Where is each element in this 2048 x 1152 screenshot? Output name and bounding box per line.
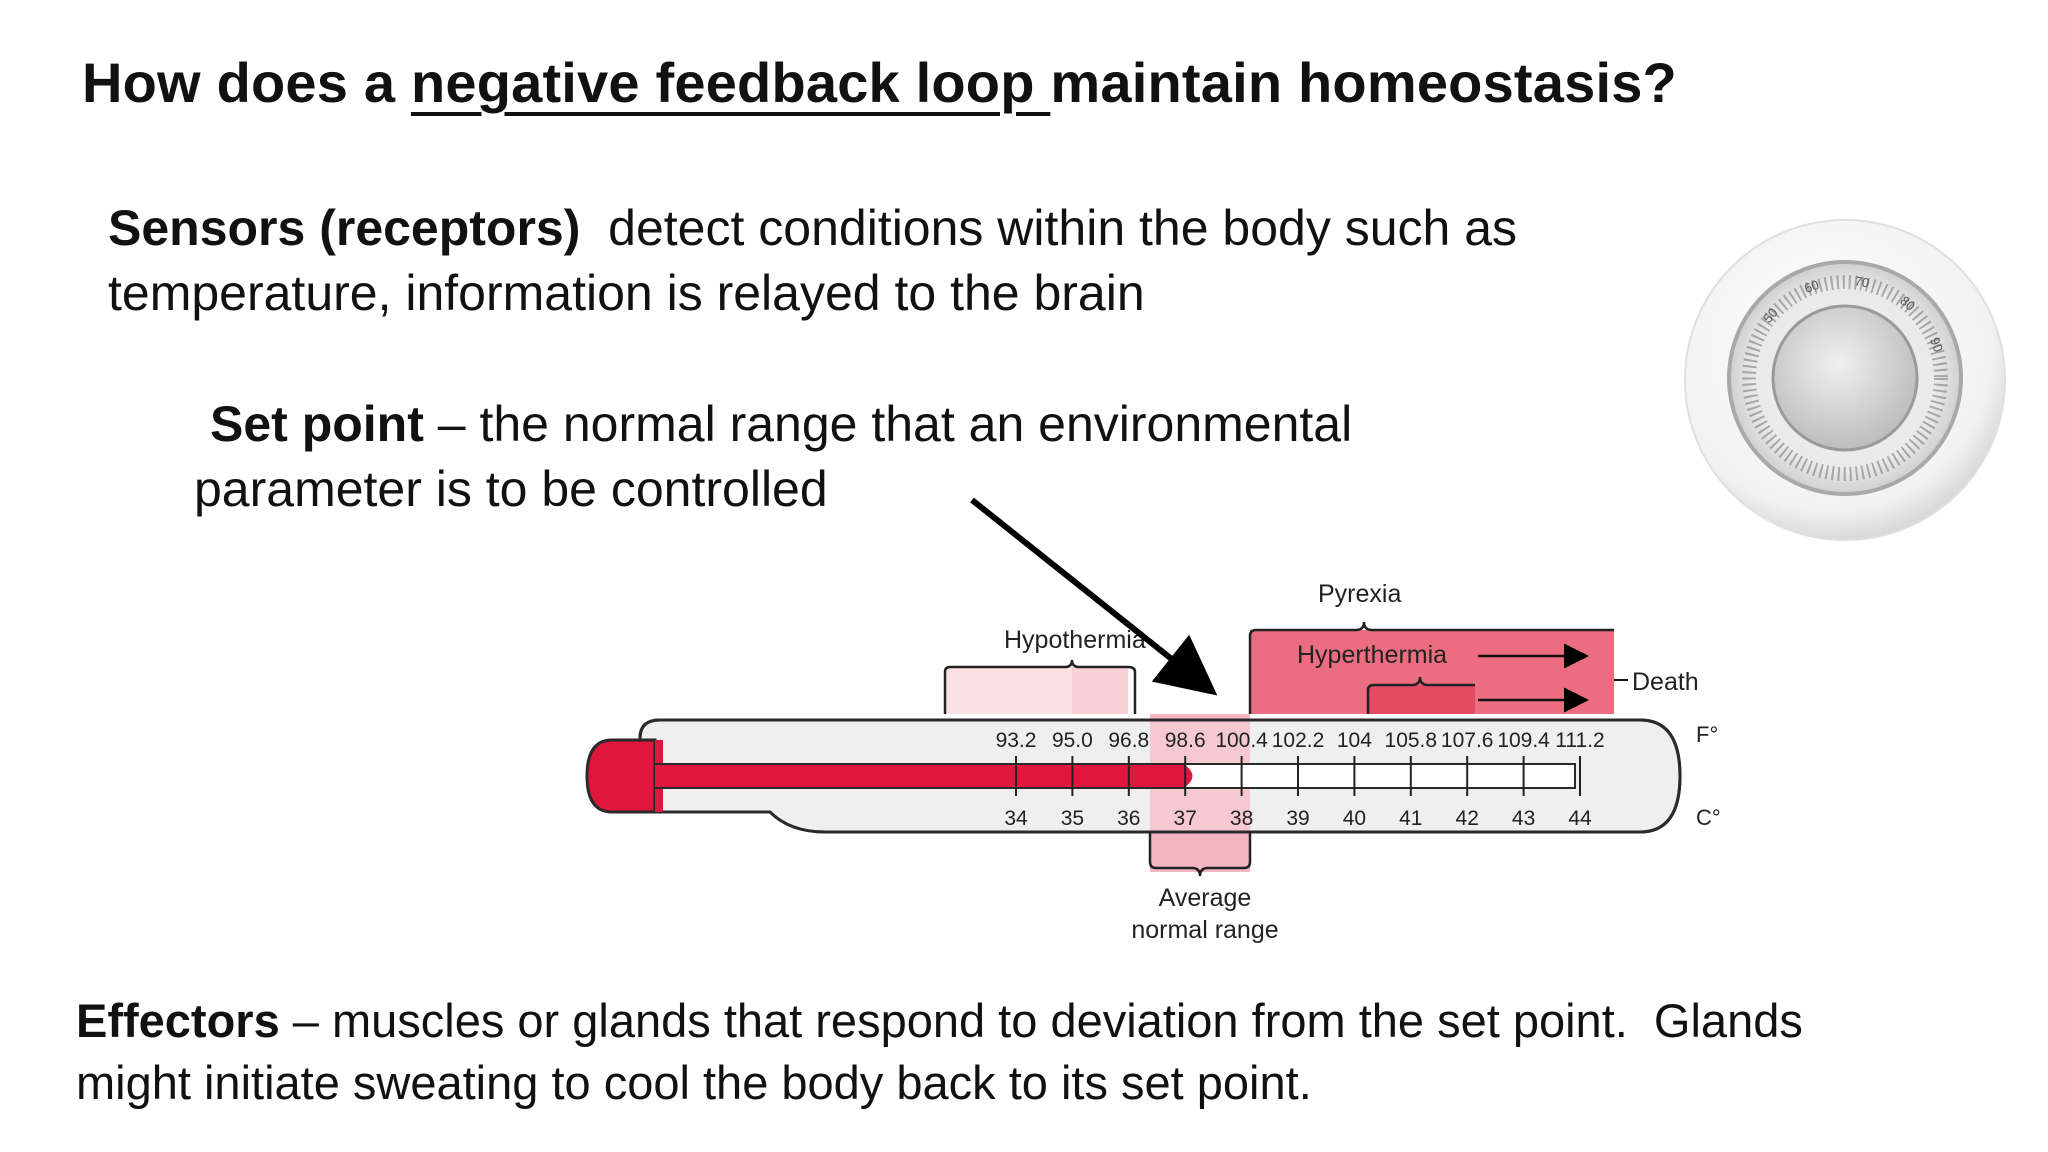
celsius-tick-label: 40 xyxy=(1343,807,1366,830)
celsius-scale: 34 35 36 37 38 39 40 41 42 43 44 xyxy=(1004,807,1592,830)
celsius-tick-label: 39 xyxy=(1286,807,1309,830)
title-underlined: negative feedback loop xyxy=(410,51,1051,114)
set-point-paragraph: Set point – the normal range that an env… xyxy=(194,392,1352,522)
average-bracket xyxy=(1148,832,1252,877)
thermometer xyxy=(585,718,1682,834)
fahrenheit-tick-label: 102.2 xyxy=(1272,729,1325,752)
pyrexia-label: Pyrexia xyxy=(1318,580,1401,608)
sensors-text-1: detect conditions within the body such a… xyxy=(580,200,1518,256)
dial-number: 70 xyxy=(1854,273,1871,290)
pyrexia-bracket xyxy=(1248,621,1614,714)
fahrenheit-tick-label: 109.4 xyxy=(1497,729,1550,752)
celsius-tick-label: 41 xyxy=(1399,807,1422,830)
hypothermia-bracket xyxy=(943,659,1137,714)
title-pre: How does a xyxy=(82,51,411,114)
celsius-tick-label: 36 xyxy=(1117,807,1140,830)
average-label-2: normal range xyxy=(1131,916,1278,944)
celsius-tick-label: 37 xyxy=(1174,807,1197,830)
hypothermia-label: Hypothermia xyxy=(1004,626,1146,654)
celsius-tick-label: 42 xyxy=(1456,807,1479,830)
hypothermia-range xyxy=(945,667,1072,714)
celsius-unit: C° xyxy=(1696,805,1721,830)
effectors-text-1: – muscles or glands that respond to devi… xyxy=(279,994,1803,1047)
celsius-tick-label: 44 xyxy=(1568,807,1592,830)
pyrexia-range xyxy=(1250,630,1614,714)
fahrenheit-tick-label: 111.2 xyxy=(1555,729,1604,752)
fahrenheit-tick-label: 93.2 xyxy=(996,729,1037,752)
set-point-text-1: – the normal range that an environmental xyxy=(423,396,1353,452)
sensors-term: Sensors (receptors) xyxy=(108,200,581,256)
sensors-text-2: temperature, information is relayed to t… xyxy=(108,265,1145,321)
set-point-term: Set point xyxy=(210,396,424,452)
hypothermia-range-inner xyxy=(1072,667,1128,714)
fahrenheit-tick-label: 100.4 xyxy=(1215,729,1268,752)
title-post: maintain homeostasis? xyxy=(1050,51,1677,114)
effectors-paragraph: Effectors – muscles or glands that respo… xyxy=(76,990,1803,1114)
fahrenheit-tick-label: 104 xyxy=(1337,729,1372,752)
fahrenheit-unit: F° xyxy=(1696,722,1718,747)
effectors-term: Effectors xyxy=(76,994,280,1047)
fahrenheit-tick-label: 96.8 xyxy=(1108,729,1149,752)
fahrenheit-tick-label: 95.0 xyxy=(1052,729,1093,752)
celsius-tick-label: 35 xyxy=(1061,807,1084,830)
effectors-text-2: might initiate sweating to cool the body… xyxy=(76,1056,1312,1109)
celsius-tick-label: 34 xyxy=(1004,807,1028,830)
celsius-tick-label: 38 xyxy=(1230,807,1253,830)
dial-number: 60 xyxy=(1802,277,1821,296)
page-title: How does a negative feedback loop mainta… xyxy=(82,50,1677,115)
set-point-arrow xyxy=(970,497,1218,696)
fahrenheit-tick-label: 107.6 xyxy=(1441,729,1494,752)
fahrenheit-tick-label: 98.6 xyxy=(1165,729,1206,752)
death-label: Death xyxy=(1632,668,1699,696)
dial-number: 90 xyxy=(1927,335,1946,354)
sensors-paragraph: Sensors (receptors) detect conditions wi… xyxy=(108,196,1517,326)
average-label-1: Average xyxy=(1159,884,1252,912)
celsius-tick-label: 43 xyxy=(1512,807,1535,830)
hyperthermia-bracket xyxy=(1366,676,1475,714)
hyperthermia-range xyxy=(1368,685,1475,714)
set-point-text-2: parameter is to be controlled xyxy=(194,461,828,517)
hyperthermia-label: Hyperthermia xyxy=(1297,641,1447,669)
fahrenheit-tick-label: 105.8 xyxy=(1385,729,1438,752)
